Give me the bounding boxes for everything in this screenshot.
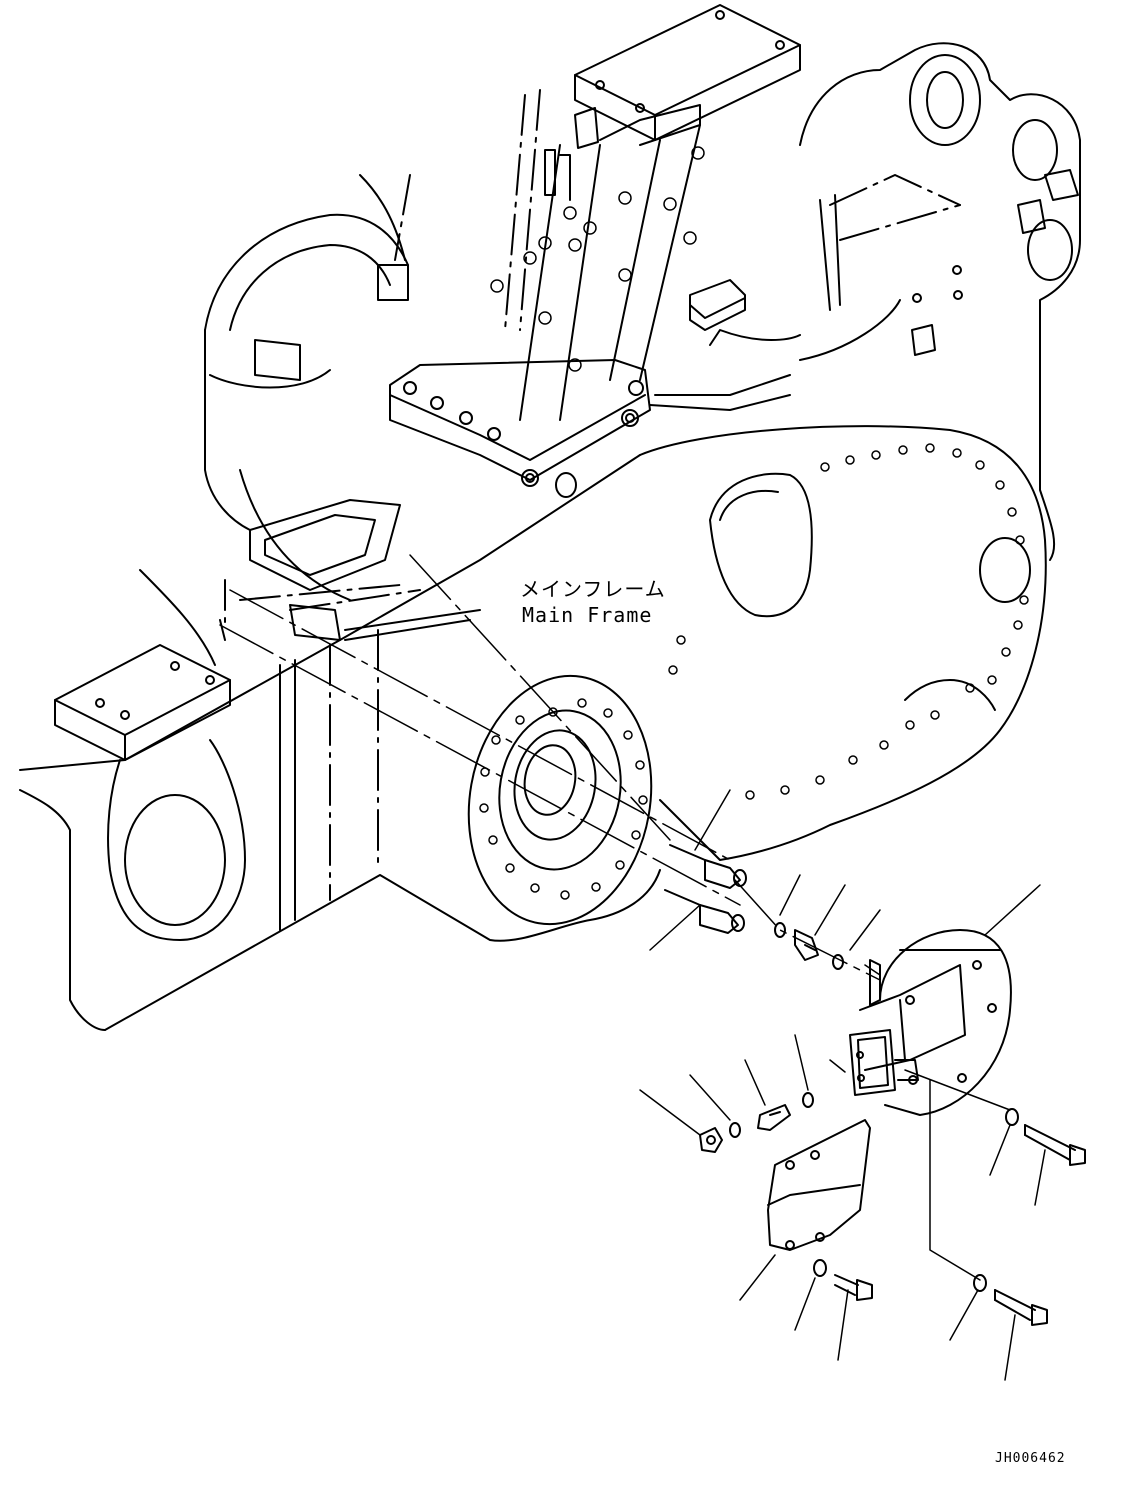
bolt-cluster — [490, 146, 705, 372]
main-frame-drawing — [19, 4, 1081, 1031]
o-ring-4 — [729, 1122, 741, 1138]
upper-plate — [574, 4, 801, 149]
swing-circle-plate — [639, 425, 1047, 861]
leader-lines — [639, 789, 1046, 1381]
lower-main-frame — [19, 454, 661, 1031]
bolt-right-upper — [1005, 1108, 1086, 1166]
left-yoke — [204, 174, 411, 601]
main-frame-label-en: Main Frame — [522, 603, 652, 627]
alignment-lines — [219, 554, 881, 981]
flange-disc — [467, 674, 653, 926]
flange-bolt-holes — [479, 698, 648, 900]
drawing-code: JH006462 — [995, 1451, 1066, 1466]
adapter-lower — [664, 889, 745, 934]
elbow-fitting-2 — [757, 1104, 791, 1131]
o-ring-1 — [774, 922, 786, 938]
bolt-right-lower — [973, 1274, 1048, 1326]
guard-plate — [767, 1119, 871, 1251]
fasteners — [813, 1108, 1086, 1326]
lower-frame-detail — [239, 499, 421, 611]
boom-columns — [490, 89, 705, 421]
main-frame-label-jp: メインフレーム — [520, 577, 666, 601]
right-side-plate — [799, 42, 1081, 561]
adapter-upper — [669, 844, 747, 889]
hub-bolt-holes — [668, 443, 1029, 800]
nut — [699, 1127, 723, 1153]
motor-unit — [829, 929, 1012, 1281]
fittings — [664, 844, 844, 1153]
elbow-fitting-1 — [794, 929, 819, 961]
o-ring-2 — [832, 954, 844, 970]
o-ring-3 — [802, 1092, 814, 1108]
mid-bracket — [689, 279, 901, 361]
bolt-bottom — [813, 1259, 873, 1301]
upper-frame-box — [389, 359, 791, 498]
